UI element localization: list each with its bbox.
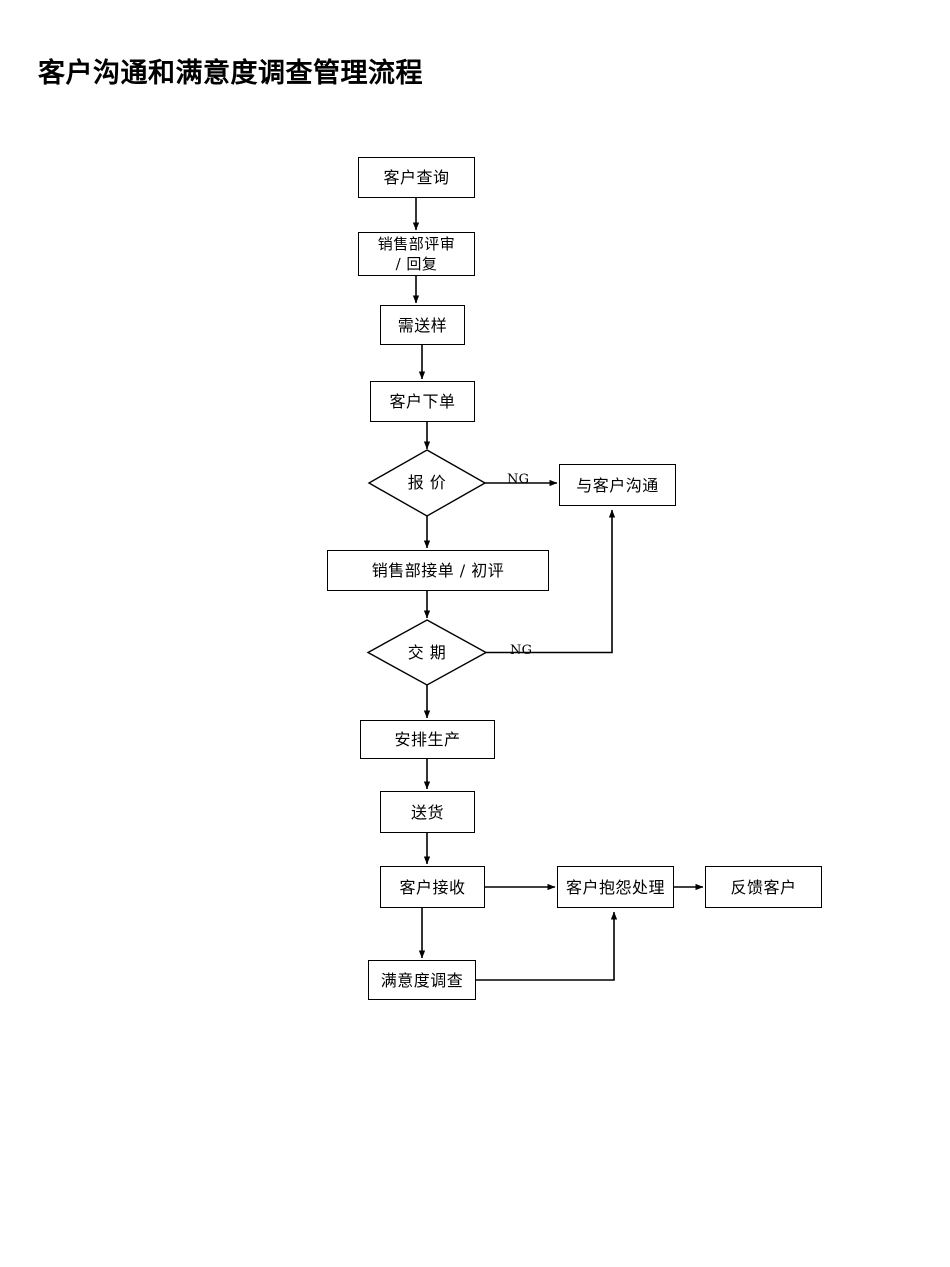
page-title: 客户沟通和满意度调查管理流程 bbox=[38, 58, 423, 89]
node-delivery[interactable]: 送货 bbox=[380, 791, 475, 833]
node-complaint-handling[interactable]: 客户抱怨处理 bbox=[557, 866, 674, 908]
node-sales-review-reply[interactable]: 销售部评审 / 回复 bbox=[358, 232, 475, 276]
node-sales-accept-order-review[interactable]: 销售部接单 / 初评 bbox=[327, 550, 549, 591]
node-decision-quotation-label: 报 价 bbox=[407, 473, 447, 492]
node-customer-inquiry[interactable]: 客户查询 bbox=[358, 157, 475, 198]
node-customer-receipt[interactable]: 客户接收 bbox=[380, 866, 485, 908]
node-satisfaction-survey[interactable]: 满意度调查 bbox=[368, 960, 476, 1000]
node-decision-quotation[interactable]: 报 价 bbox=[369, 450, 485, 516]
node-communicate-with-customer[interactable]: 与客户沟通 bbox=[559, 464, 676, 506]
node-feedback-to-customer[interactable]: 反馈客户 bbox=[705, 866, 822, 908]
node-decision-delivery-date-label: 交 期 bbox=[407, 642, 447, 662]
node-sample-required[interactable]: 需送样 bbox=[380, 305, 465, 345]
node-arrange-production[interactable]: 安排生产 bbox=[360, 720, 495, 759]
node-decision-delivery-date[interactable]: 交 期 bbox=[368, 620, 486, 685]
edge-n8-n6-ng bbox=[486, 509, 616, 654]
edge-label-ng-quotation: NG bbox=[507, 472, 530, 487]
edge-label-ng-delivery-date: NG bbox=[510, 643, 533, 658]
edge-n14-n12 bbox=[476, 911, 618, 981]
node-customer-place-order[interactable]: 客户下单 bbox=[370, 381, 475, 422]
